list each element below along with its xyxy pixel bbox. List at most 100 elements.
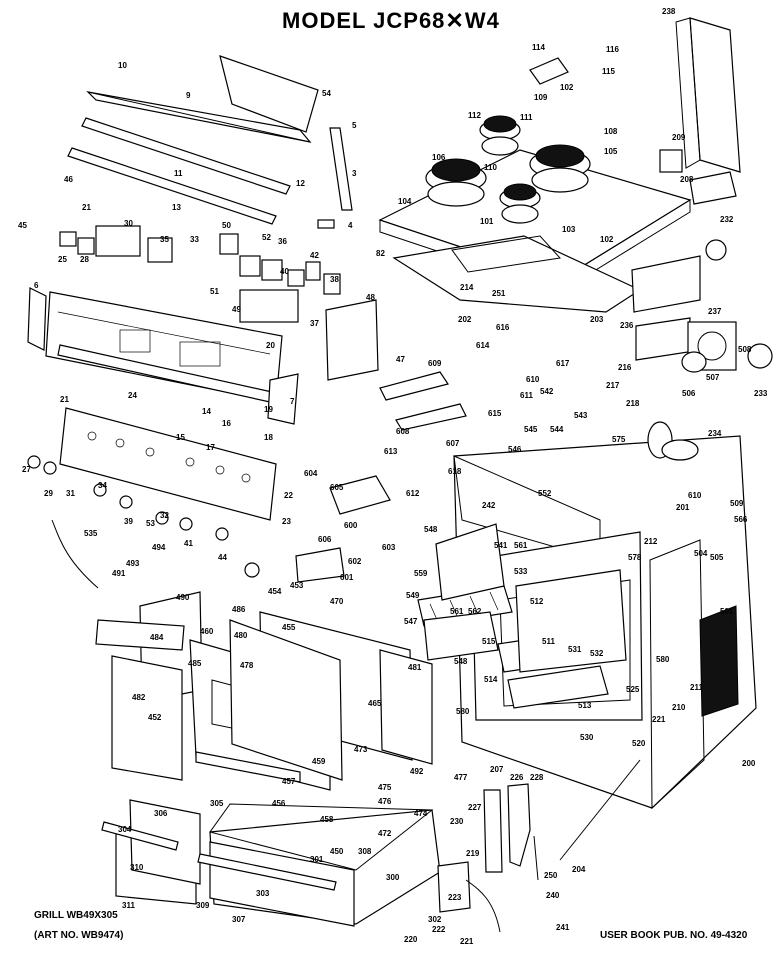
callout-label-82: 82 <box>376 249 385 258</box>
callout-label-242: 242 <box>482 501 496 510</box>
frame-531 <box>515 569 627 673</box>
callout-label-454: 454 <box>268 587 282 596</box>
bracket-208 <box>689 171 737 205</box>
callout-label-17: 17 <box>206 443 215 452</box>
callout-label-29: 29 <box>44 489 53 498</box>
callout-label-34: 34 <box>98 481 107 490</box>
callout-label-234: 234 <box>708 429 722 438</box>
callout-label-102b: 102 <box>600 235 614 244</box>
callout-label-32: 32 <box>160 511 169 520</box>
callout-label-233: 233 <box>754 389 768 398</box>
callout-label-485: 485 <box>188 659 202 668</box>
callout-label-12: 12 <box>296 179 305 188</box>
side-bracket-6 <box>27 287 47 351</box>
door-handle-450 <box>195 751 301 783</box>
callout-label-304: 304 <box>118 825 132 834</box>
callout-label-306: 306 <box>154 809 168 818</box>
callout-label-515: 515 <box>482 637 496 646</box>
callout-label-608: 608 <box>396 427 410 436</box>
callout-label-10: 10 <box>118 61 127 70</box>
callout-label-549: 549 <box>406 591 420 600</box>
callout-label-493: 493 <box>126 559 140 568</box>
callout-label-562: 562 <box>468 607 482 616</box>
callout-label-211: 211 <box>690 683 703 692</box>
burner-109 <box>479 115 521 156</box>
callout-label-238: 238 <box>662 7 676 16</box>
callout-label-616: 616 <box>496 323 510 332</box>
callout-label-559: 559 <box>414 569 428 578</box>
callout-label-25: 25 <box>58 255 67 264</box>
callout-label-23: 23 <box>282 517 291 526</box>
callout-label-541: 541 <box>494 541 508 550</box>
callout-label-544: 544 <box>550 425 564 434</box>
callout-label-514: 514 <box>484 675 498 684</box>
callout-label-230: 230 <box>450 817 464 826</box>
callout-label-486: 486 <box>232 605 246 614</box>
callout-label-607: 607 <box>446 439 460 448</box>
callout-label-520: 520 <box>632 739 646 748</box>
callout-label-30: 30 <box>124 219 133 228</box>
callout-label-459: 459 <box>312 757 326 766</box>
callout-label-6: 6 <box>34 281 39 290</box>
callout-label-472: 472 <box>378 829 392 838</box>
callout-label-201: 201 <box>676 503 690 512</box>
callout-label-566: 566 <box>734 515 748 524</box>
door-panel-484 <box>95 619 185 651</box>
callout-label-612: 612 <box>406 489 420 498</box>
callout-label-105: 105 <box>604 147 618 156</box>
burner-108 <box>529 144 591 193</box>
callout-label-108: 108 <box>604 127 618 136</box>
callout-label-204: 204 <box>572 865 586 874</box>
callout-label-112: 112 <box>468 111 481 120</box>
frame-559 <box>435 523 505 601</box>
callout-label-208: 208 <box>680 175 694 184</box>
side-bracket-7 <box>267 373 299 425</box>
callout-label-222: 222 <box>432 925 446 934</box>
callout-label-300: 300 <box>386 873 400 882</box>
callout-label-207: 207 <box>490 765 504 774</box>
callout-label-109: 109 <box>534 93 548 102</box>
callout-label-111: 111 <box>520 113 533 122</box>
callout-label-475: 475 <box>378 783 392 792</box>
callout-label-21b: 21 <box>60 395 69 404</box>
callout-label-203: 203 <box>590 315 604 324</box>
trim-strip-9 <box>86 91 312 143</box>
callout-label-307: 307 <box>232 915 246 924</box>
callout-label-604: 604 <box>304 469 318 478</box>
motor-232 <box>705 239 727 261</box>
callout-label-217: 217 <box>606 381 620 390</box>
callout-label-460: 460 <box>200 627 214 636</box>
drip-pan-tray <box>392 235 642 313</box>
fan-234 <box>647 421 699 461</box>
callout-label-477: 477 <box>454 773 468 782</box>
callout-label-525: 525 <box>626 685 640 694</box>
callout-label-600: 600 <box>344 521 358 530</box>
callout-label-457: 457 <box>282 777 296 786</box>
callout-label-309: 309 <box>196 901 210 910</box>
bracket-236 <box>635 317 691 361</box>
callout-label-484: 484 <box>150 633 164 642</box>
callout-label-33: 33 <box>190 235 199 244</box>
callout-label-14: 14 <box>202 407 211 416</box>
callout-label-54: 54 <box>322 89 331 98</box>
tube-13 <box>67 147 277 225</box>
callout-label-456: 456 <box>272 799 286 808</box>
callout-label-617: 617 <box>556 359 570 368</box>
motor-233 <box>747 343 773 369</box>
grill-note: GRILL WB49X305 <box>34 910 118 921</box>
callout-label-602: 602 <box>348 557 362 566</box>
callout-label-603: 603 <box>382 543 396 552</box>
back-panel-237 <box>631 255 701 313</box>
callout-label-38: 38 <box>330 275 339 284</box>
burner-106 <box>425 158 487 207</box>
callout-label-31: 31 <box>66 489 75 498</box>
callout-label-580b: 580 <box>656 655 670 664</box>
callout-label-27: 27 <box>22 465 31 474</box>
callout-label-209: 209 <box>672 133 686 142</box>
callout-label-102: 102 <box>560 83 574 92</box>
callout-label-103: 103 <box>562 225 576 234</box>
callout-label-533: 533 <box>514 567 528 576</box>
callout-label-453: 453 <box>290 581 304 590</box>
callout-label-44: 44 <box>218 553 227 562</box>
